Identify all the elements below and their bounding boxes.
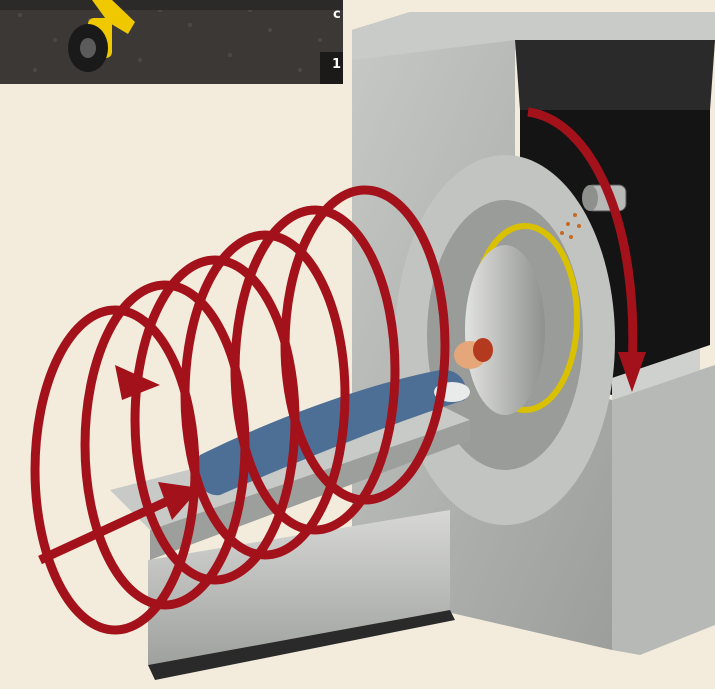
bore-opening (465, 245, 545, 415)
patient-hair (473, 338, 493, 362)
gantry-cavity-top (515, 40, 715, 110)
inset-photo-image (0, 0, 343, 84)
inset-photo: c 1 (0, 0, 343, 84)
inset-caption-bottom: 1 (332, 58, 341, 71)
gantry-right-block (612, 365, 715, 655)
inset-caption-top: c (333, 8, 341, 21)
